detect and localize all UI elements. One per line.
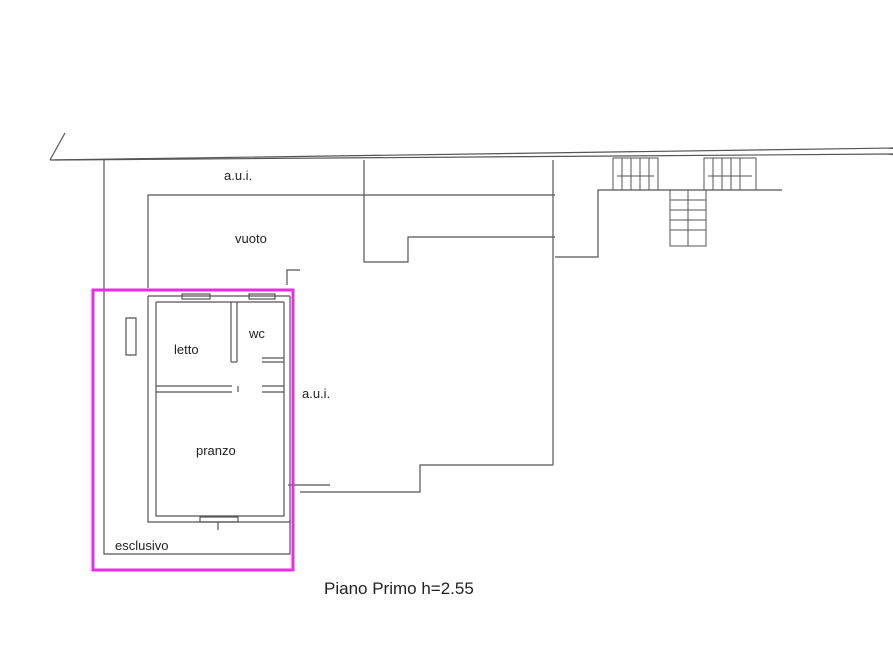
label-letto: letto xyxy=(174,342,199,357)
label-esclusivo: esclusivo xyxy=(115,538,168,553)
label-wc: wc xyxy=(248,326,265,341)
highlight-frame xyxy=(91,288,295,572)
stairs xyxy=(612,157,757,247)
apartment-walls xyxy=(125,293,291,530)
label-vuoto: vuoto xyxy=(235,231,267,246)
label-aui-top: a.u.i. xyxy=(224,168,252,183)
label-aui-right: a.u.i. xyxy=(302,386,330,401)
outer-walls xyxy=(49,132,893,555)
label-pranzo: pranzo xyxy=(196,443,236,458)
plan-caption: Piano Primo h=2.55 xyxy=(324,579,474,598)
